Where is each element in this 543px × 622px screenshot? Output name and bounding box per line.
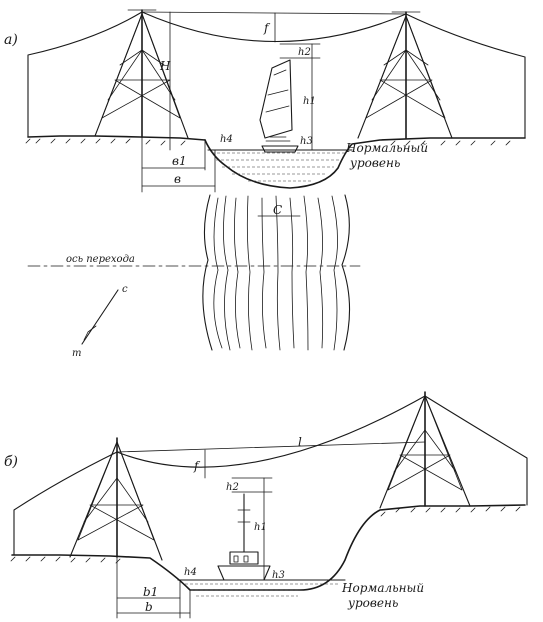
- label-l-b: l: [298, 435, 302, 449]
- tower-right-b: [379, 391, 471, 509]
- label-compass-m: m: [72, 348, 81, 359]
- tower-left-b: [69, 437, 163, 561]
- normal-level-label-a-2: уровень: [349, 156, 400, 170]
- label-h2-b: h2: [226, 482, 239, 493]
- normal-level-label-b-2: уровень: [347, 596, 398, 610]
- panel-b: б) l f h2 h1 h: [4, 391, 528, 619]
- conductor-left-b: [13, 451, 118, 556]
- water-b: [185, 583, 340, 597]
- ground-hatch-b: [10, 506, 521, 564]
- label-b1-a: в1: [172, 154, 187, 168]
- conductor-right-b: [424, 395, 528, 506]
- panel-b-letter: б): [4, 454, 18, 470]
- label-f-b: f: [193, 459, 201, 473]
- conductor-right-a: [405, 13, 526, 139]
- label-C: C: [273, 203, 282, 217]
- panel-a-letter: а): [4, 32, 18, 48]
- conductor-span-a: [141, 11, 407, 43]
- river-bank-left: [202, 194, 213, 351]
- river-bank-right: [341, 194, 351, 351]
- tower-left-a: [94, 9, 189, 139]
- label-h1-b: h1: [254, 522, 267, 533]
- label-H-a: H: [159, 59, 171, 73]
- normal-level-label-a-1: Нормальный: [345, 141, 428, 155]
- chord-a: [141, 11, 407, 15]
- chord-b: [116, 441, 426, 453]
- panel-a: а) f: [4, 9, 526, 193]
- label-h4-a: h4: [220, 134, 233, 145]
- ground-hatch-a: [25, 138, 511, 146]
- label-f-a: f: [263, 21, 271, 35]
- label-axis: ось перехода: [66, 254, 135, 265]
- tower-right-a: [357, 11, 453, 139]
- label-b-a: в: [174, 172, 181, 186]
- label-h3-a: h3: [300, 136, 313, 147]
- label-h4-b: h4: [184, 567, 197, 578]
- label-compass-c: c: [122, 284, 128, 295]
- normal-level-label-b-1: Нормальный: [341, 581, 424, 595]
- ship-b: [217, 493, 271, 581]
- compass-needle: c m: [72, 284, 128, 359]
- conductor-left-a: [27, 11, 143, 138]
- ground-left-a: [27, 135, 206, 141]
- water-a: [212, 152, 345, 182]
- label-h2-a: h2: [298, 47, 311, 58]
- label-b-b: b: [145, 600, 153, 614]
- label-h1-a: h1: [303, 96, 316, 107]
- river-flow-lines: [213, 195, 338, 351]
- label-b1-b: b1: [143, 585, 158, 599]
- plan-view: C ось перехода c m: [27, 194, 361, 359]
- label-h3-b: h3: [272, 570, 285, 581]
- conductor-span-b: [116, 395, 426, 468]
- vessel-a: [259, 59, 299, 153]
- ground-b: [11, 504, 526, 591]
